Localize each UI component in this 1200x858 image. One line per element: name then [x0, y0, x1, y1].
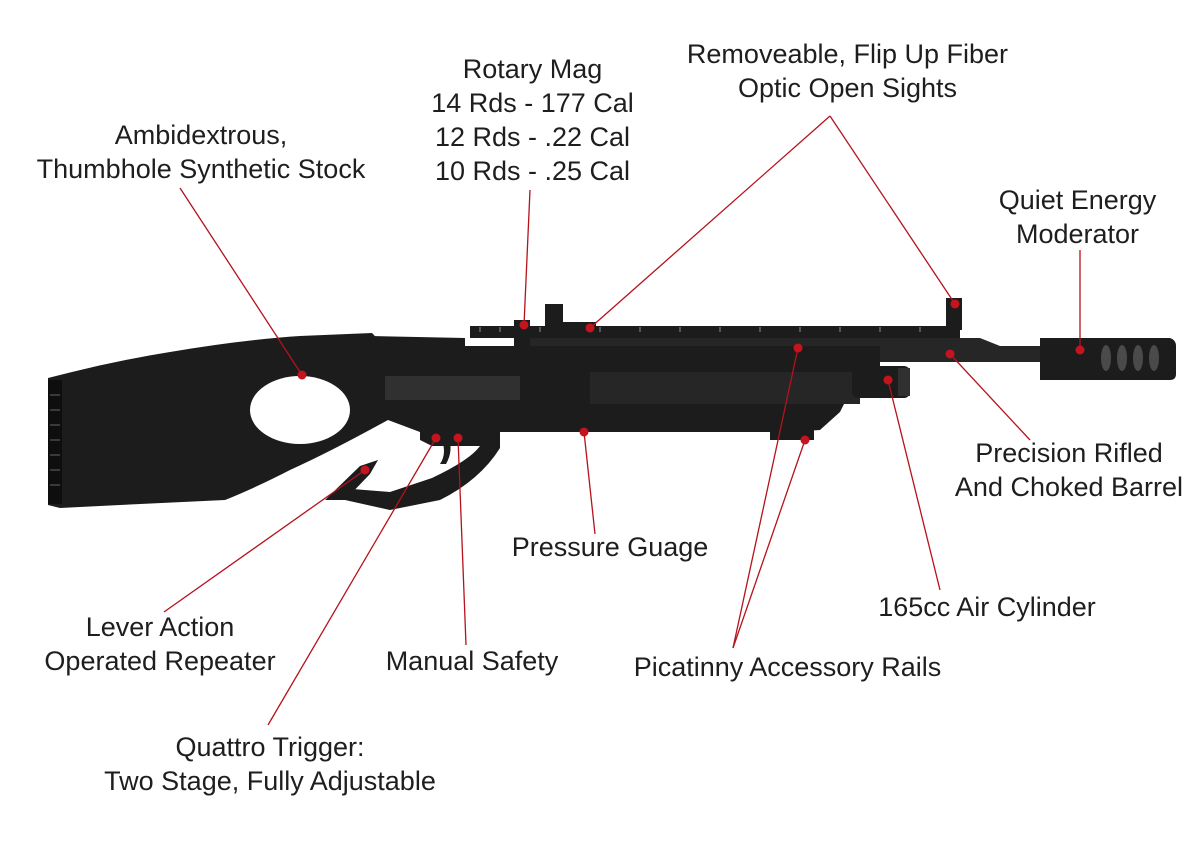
label-stock: Ambidextrous, Thumbhole Synthetic Stock — [26, 118, 376, 186]
label-stock-line-2: Thumbhole Synthetic Stock — [36, 154, 366, 184]
label-stock-line-1: Ambidextrous, — [114, 120, 288, 150]
leader-barrel — [949, 353, 1031, 441]
top-rail-slots — [479, 327, 921, 332]
leader-lever — [163, 469, 366, 613]
leader-sights-front — [829, 115, 956, 305]
leader-gauge — [583, 431, 596, 535]
label-safety-line-1: Manual Safety — [385, 646, 559, 676]
dot-rails-top — [793, 343, 803, 353]
label-lever-line-2: Operated Repeater — [44, 646, 276, 676]
dot-safety — [453, 433, 463, 443]
butt-pad — [48, 380, 62, 504]
callout-dots — [297, 299, 1085, 475]
label-barrel: Precision Rifled And Choked Barrel — [944, 436, 1194, 504]
label-mag-line-2: 14 Rds - 177 Cal — [431, 88, 634, 118]
air-cylinder-cap — [898, 368, 910, 396]
label-safety: Manual Safety — [372, 644, 572, 678]
dot-gauge — [579, 427, 589, 437]
label-moderator-line-1: Quiet Energy — [998, 185, 1157, 215]
dot-sight-rear — [585, 323, 595, 333]
label-moderator-line-2: Moderator — [1015, 219, 1140, 249]
label-trigger-line-2: Two Stage, Fully Adjustable — [104, 766, 436, 796]
label-sights-line-2: Optic Open Sights — [737, 73, 958, 103]
lever-shape — [340, 428, 500, 510]
dot-lever — [360, 465, 370, 475]
leader-stock — [179, 187, 303, 376]
receiver-panel — [385, 376, 520, 400]
thumbhole — [250, 376, 350, 444]
rotary-mag — [514, 320, 530, 364]
dot-stock — [297, 370, 307, 380]
leader-cylinder — [887, 379, 941, 591]
leader-mag — [523, 189, 531, 326]
air-rifle-icon — [48, 298, 1176, 510]
label-lever: Lever Action Operated Repeater — [30, 610, 290, 678]
label-rails: Picatinny Accessory Rails — [620, 650, 955, 684]
dot-cylinder — [883, 375, 893, 385]
label-lever-line-1: Lever Action — [85, 612, 235, 642]
barrel-shroud — [520, 338, 1060, 362]
dot-mag — [519, 320, 529, 330]
label-moderator: Quiet Energy Moderator — [985, 183, 1170, 251]
rear-sight-base — [560, 322, 596, 330]
leader-sights-rear — [589, 115, 831, 329]
label-sights-line-1: Removeable, Flip Up Fiber — [686, 39, 1009, 69]
label-mag-line-3: 12 Rds - .22 Cal — [434, 122, 631, 152]
dot-sight-front — [950, 299, 960, 309]
top-rail — [470, 326, 960, 338]
label-mag: Rotary Mag 14 Rds - 177 Cal 12 Rds - .22… — [420, 52, 645, 188]
dot-moderator — [1075, 345, 1085, 355]
label-barrel-line-2: And Choked Barrel — [954, 472, 1184, 502]
forend-panel — [590, 372, 860, 404]
rear-sight — [545, 304, 563, 328]
dot-trigger — [431, 433, 441, 443]
trigger-shape — [440, 436, 451, 464]
label-gauge: Pressure Guage — [500, 530, 720, 564]
label-trigger: Quattro Trigger: Two Stage, Fully Adjust… — [90, 730, 450, 798]
under-rail — [770, 430, 814, 440]
label-barrel-line-1: Precision Rifled — [975, 438, 1163, 468]
leader-safety — [457, 437, 467, 646]
label-mag-line-1: Rotary Mag — [462, 54, 603, 84]
label-trigger-line-1: Quattro Trigger: — [175, 732, 365, 762]
moderator-ports — [1101, 345, 1159, 371]
leader-trigger — [267, 437, 437, 726]
air-cylinder — [852, 366, 910, 398]
label-cylinder: 165cc Air Cylinder — [862, 590, 1112, 624]
dot-rails-bottom — [800, 435, 810, 445]
label-sights: Removeable, Flip Up Fiber Optic Open Sig… — [675, 37, 1020, 105]
label-cylinder-line-1: 165cc Air Cylinder — [878, 592, 1096, 622]
label-gauge-line-1: Pressure Guage — [511, 532, 709, 562]
leader-rails-top — [732, 347, 799, 649]
leader-rails-bottom — [732, 439, 806, 649]
label-mag-line-4: 10 Rds - .25 Cal — [434, 156, 631, 186]
label-rails-line-1: Picatinny Accessory Rails — [633, 652, 942, 682]
dot-barrel — [945, 349, 955, 359]
leader-lines — [163, 115, 1081, 726]
